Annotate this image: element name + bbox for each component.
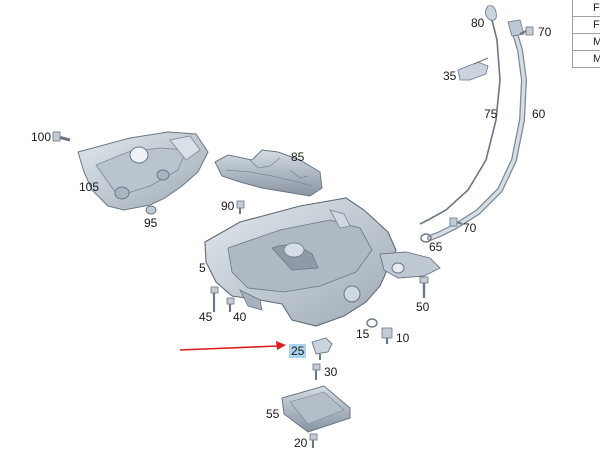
part-label-75: 75 — [484, 107, 498, 121]
bolt-70-lower-icon — [449, 217, 463, 227]
part-label-35: 35 — [443, 69, 457, 83]
legend-table: F F M M — [571, 0, 600, 68]
oil-sensor-25 — [311, 337, 333, 360]
part-label-55: 55 — [266, 407, 280, 421]
bolt-40-icon — [226, 297, 235, 312]
bolt-45-icon — [210, 286, 219, 312]
legend-cell: M — [571, 33, 600, 51]
bolt-20-icon — [309, 433, 318, 448]
o-ring-65-icon — [420, 233, 432, 243]
part-label-65: 65 — [429, 240, 443, 254]
engine-mount-bracket — [77, 131, 209, 211]
bolt-100-icon — [52, 131, 71, 142]
pointer-arrow — [179, 341, 286, 351]
part-label-40: 40 — [233, 310, 247, 324]
part-label-25-highlighted[interactable]: 25 — [289, 344, 307, 358]
part-label-95: 95 — [144, 216, 158, 230]
heat-shield — [214, 149, 323, 197]
bolt-90-icon — [236, 200, 245, 214]
legend-cell: M — [571, 50, 600, 68]
part-label-90: 90 — [221, 199, 235, 213]
part-label-30: 30 — [324, 365, 338, 379]
part-label-5: 5 — [199, 261, 206, 275]
legend-cell: F — [571, 0, 600, 17]
part-label-15: 15 — [356, 327, 370, 341]
part-label-100: 100 — [31, 130, 52, 144]
dipstick-guide-tube — [427, 19, 528, 241]
nut-95-icon — [145, 205, 157, 215]
legend-cell: F — [571, 16, 600, 34]
drain-plug-10-icon — [381, 327, 393, 344]
bolt-30-icon — [312, 363, 321, 380]
part-label-20: 20 — [294, 436, 308, 450]
oil-pan — [204, 197, 441, 327]
bolt-50-icon — [419, 276, 429, 298]
bolt-70-top-icon — [519, 26, 534, 36]
part-label-80: 80 — [471, 16, 485, 30]
part-label-105: 105 — [79, 180, 100, 194]
part-label-50: 50 — [416, 300, 430, 314]
seal-ring-15-icon — [366, 318, 378, 328]
part-label-70-top: 70 — [538, 25, 552, 39]
cover-plate-55 — [281, 385, 351, 433]
part-label-60: 60 — [532, 107, 546, 121]
bracket-35 — [457, 57, 489, 81]
part-label-85: 85 — [291, 150, 305, 164]
part-label-70-lower: 70 — [463, 221, 477, 235]
dipstick — [419, 5, 501, 225]
part-label-45: 45 — [199, 310, 213, 324]
part-label-10: 10 — [396, 331, 410, 345]
